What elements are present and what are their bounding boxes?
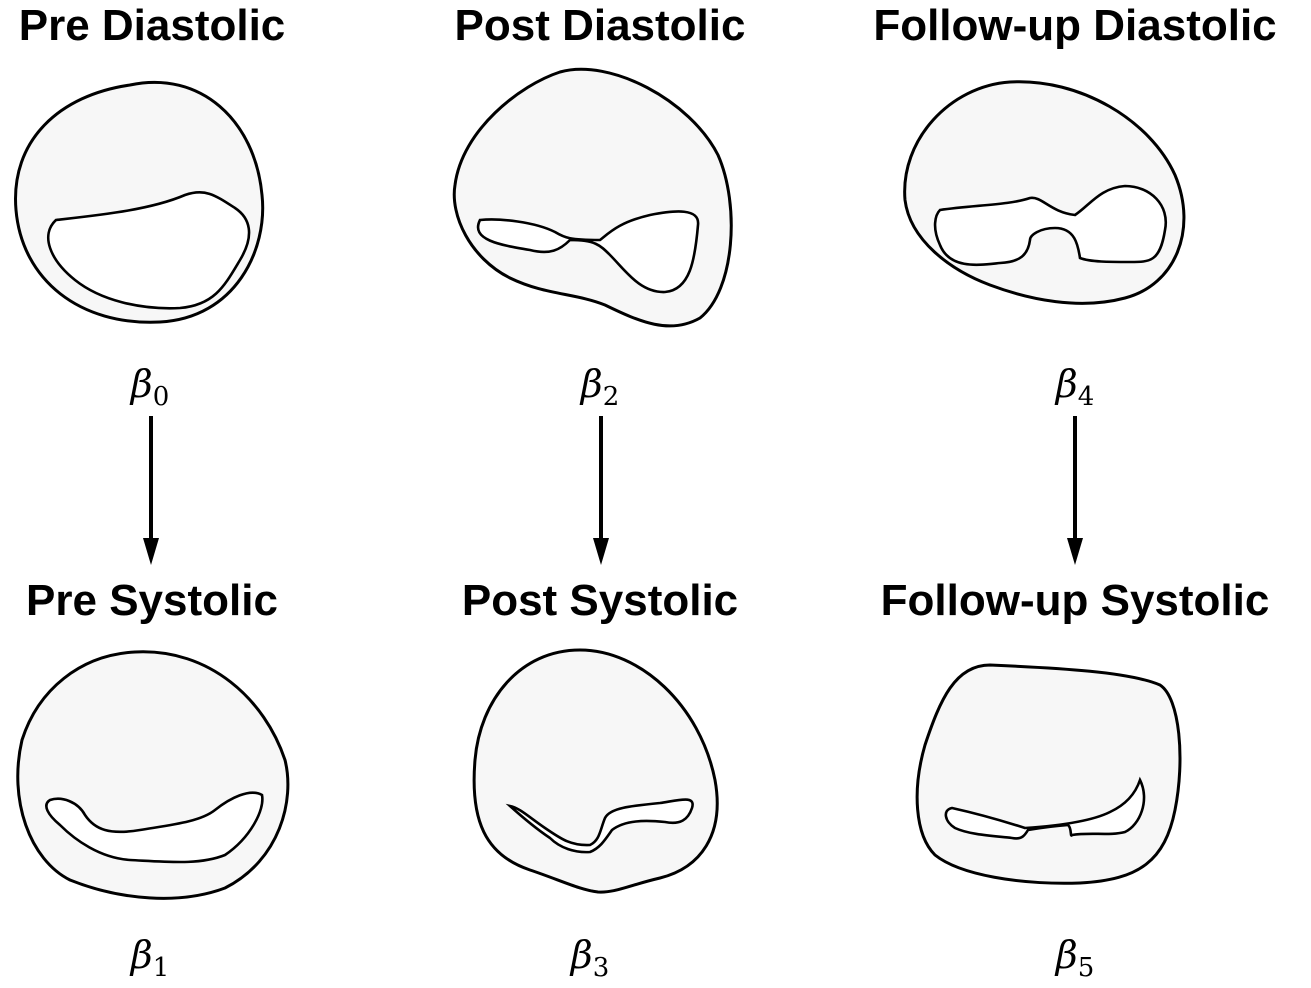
beta-label-0: β0 <box>129 362 170 412</box>
shape-followup-diastolic <box>905 82 1184 304</box>
arrow-followup-diastolic-to-systolic <box>1067 416 1083 565</box>
beta-label-4: β4 <box>1054 362 1095 412</box>
arrow-pre-diastolic-to-systolic <box>143 416 159 565</box>
shape-pre-systolic <box>18 652 288 899</box>
title-followup-systolic: Follow-up Systolic <box>881 576 1270 625</box>
title-followup-diastolic: Follow-up Diastolic <box>873 1 1276 50</box>
title-post-diastolic: Post Diastolic <box>455 1 746 50</box>
shape-pre-diastolic <box>16 82 263 322</box>
beta-label-3: β3 <box>569 933 610 983</box>
shape-post-systolic <box>474 650 717 892</box>
title-pre-systolic: Pre Systolic <box>26 576 278 625</box>
shape-post-diastolic <box>454 69 731 326</box>
arrow-post-diastolic-to-systolic <box>593 416 609 565</box>
beta-label-1: β1 <box>129 933 170 983</box>
shape-followup-systolic <box>917 665 1180 883</box>
title-post-systolic: Post Systolic <box>462 576 738 625</box>
title-pre-diastolic: Pre Diastolic <box>19 1 286 50</box>
beta-label-5: β5 <box>1054 933 1095 983</box>
beta-label-2: β2 <box>579 362 620 412</box>
